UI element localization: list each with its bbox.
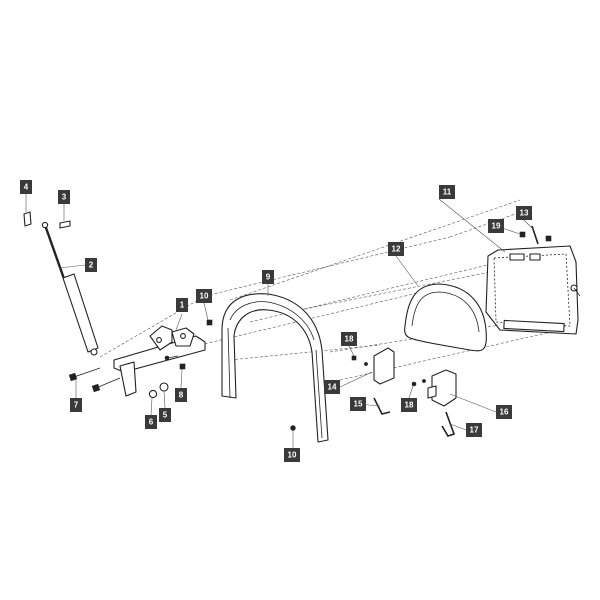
bolt-7 <box>68 367 101 382</box>
callout-18-left: 18 <box>341 332 357 346</box>
clip-4 <box>23 211 32 227</box>
callout-10-lower: 10 <box>284 448 300 462</box>
svg-text:8: 8 <box>179 391 184 400</box>
callout-13: 13 <box>516 206 532 220</box>
callout-17: 17 <box>466 423 482 437</box>
svg-text:14: 14 <box>328 383 337 392</box>
screw-10-lower <box>290 425 296 448</box>
svg-text:17: 17 <box>470 426 479 435</box>
bolt-7b <box>91 377 121 393</box>
svg-text:15: 15 <box>354 400 363 409</box>
hook-17 <box>441 411 456 437</box>
callout-2: 2 <box>85 258 97 272</box>
screw-19 <box>519 231 526 238</box>
hinge-bracket <box>113 325 206 397</box>
leader-lines <box>25 194 535 431</box>
svg-text:6: 6 <box>149 418 154 427</box>
gas-strut <box>41 221 99 356</box>
callout-1: 1 <box>176 298 188 312</box>
svg-text:10: 10 <box>288 451 297 460</box>
callout-18-right: 18 <box>401 398 417 412</box>
svg-text:13: 13 <box>520 209 529 218</box>
svg-text:9: 9 <box>266 273 271 282</box>
callout-7: 7 <box>70 398 82 412</box>
svg-text:7: 7 <box>74 401 79 410</box>
bolt-8 <box>164 355 186 370</box>
bow-frame <box>221 293 329 443</box>
pin-3 <box>59 220 71 229</box>
callout-5: 5 <box>159 408 171 422</box>
callout-15: 15 <box>350 397 366 411</box>
screw-18a <box>351 355 368 366</box>
washer-6 <box>148 389 158 399</box>
callout-11: 11 <box>439 185 455 199</box>
screw-19b <box>545 235 552 242</box>
side-panel <box>485 245 581 335</box>
callout-16: 16 <box>496 405 512 419</box>
callout-4: 4 <box>20 180 32 194</box>
callout-3: 3 <box>58 190 70 204</box>
nut-5 <box>159 382 169 392</box>
callouts: 1 2 3 4 5 6 7 8 9 10 10 11 12 13 14 15 1… <box>20 180 532 462</box>
callout-14: 14 <box>324 380 340 394</box>
callout-6: 6 <box>145 415 157 429</box>
svg-text:3: 3 <box>62 193 67 202</box>
svg-text:12: 12 <box>392 245 401 254</box>
plate-14 <box>373 347 395 385</box>
svg-text:2: 2 <box>89 261 94 270</box>
side-pad <box>404 283 487 352</box>
svg-text:18: 18 <box>405 401 414 410</box>
callout-9: 9 <box>262 270 274 284</box>
hook-15 <box>373 397 391 415</box>
callout-19: 19 <box>488 219 504 233</box>
callout-8: 8 <box>175 388 187 402</box>
svg-text:1: 1 <box>180 301 185 310</box>
callout-10-upper: 10 <box>196 289 212 303</box>
svg-text:16: 16 <box>500 408 509 417</box>
svg-text:11: 11 <box>443 188 452 197</box>
bolt-10-upper <box>206 319 213 326</box>
plate-16 <box>427 369 457 407</box>
svg-text:18: 18 <box>345 335 354 344</box>
svg-text:19: 19 <box>492 222 501 231</box>
svg-text:5: 5 <box>163 411 168 420</box>
callout-12: 12 <box>388 242 404 256</box>
svg-text:10: 10 <box>200 292 209 301</box>
svg-text:4: 4 <box>24 183 29 192</box>
screw-18b <box>411 379 426 387</box>
